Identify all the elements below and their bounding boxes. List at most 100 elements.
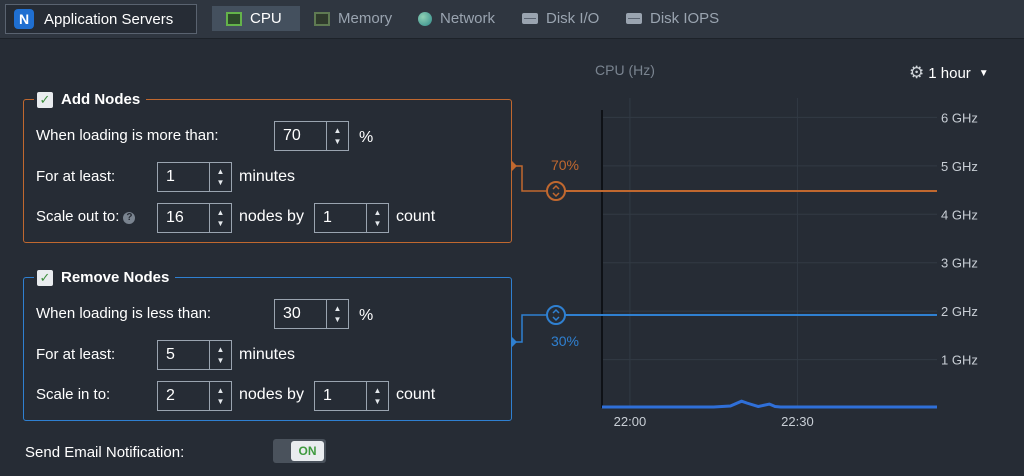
add-step-arrows[interactable]: ▲▼ — [366, 204, 388, 232]
remove-scale-arrows[interactable]: ▲▼ — [209, 382, 231, 410]
remove-load-arrows[interactable]: ▲▼ — [326, 300, 348, 328]
add-scale-mid: nodes by — [239, 208, 304, 225]
remove-duration-value[interactable]: 5 — [166, 346, 175, 363]
threshold-label: 30% — [551, 333, 579, 349]
nginx-logo-icon: N — [14, 9, 34, 29]
arrow-up-icon[interactable]: ▲ — [333, 304, 342, 313]
drag-arrows-icon — [552, 308, 560, 322]
memory-chip-icon — [314, 11, 330, 26]
remove-duration-stepper[interactable]: 5 ▲▼ — [157, 340, 232, 370]
tab-cpu-label: CPU — [250, 10, 282, 27]
arrow-down-icon[interactable]: ▼ — [216, 219, 225, 228]
remove-duration-unit: minutes — [239, 346, 296, 363]
add-load-label: When loading is more than: — [36, 127, 219, 144]
remove-step-unit: count — [396, 386, 436, 403]
add-step-value[interactable]: 1 — [323, 209, 332, 226]
cpu-series-line — [602, 399, 937, 409]
email-notification-toggle[interactable]: ON — [273, 439, 326, 463]
y-tick-label: 4 GHz — [941, 207, 978, 222]
node-group-selector[interactable]: N Application Servers — [5, 4, 197, 34]
cpu-chip-icon — [226, 11, 242, 26]
remove-scale-stepper[interactable]: 2 ▲▼ — [157, 381, 232, 411]
add-load-value[interactable]: 70 — [283, 127, 301, 144]
add-scale-arrows[interactable]: ▲▼ — [209, 204, 231, 232]
add-nodes-legend: ✓ Add Nodes — [34, 91, 147, 108]
add-load-unit: % — [359, 129, 374, 146]
threshold-connector — [512, 314, 547, 343]
email-notification-label: Send Email Notification: — [25, 444, 185, 461]
arrow-down-icon[interactable]: ▼ — [216, 178, 225, 187]
tab-memory-label: Memory — [338, 10, 393, 27]
tab-disk-iops[interactable]: Disk IOPS — [626, 6, 719, 31]
remove-load-label: When loading is less than: — [36, 305, 212, 322]
y-tick-label: 6 GHz — [941, 110, 978, 125]
add-scale-label: Scale out to: — [36, 208, 120, 225]
arrow-up-icon[interactable]: ▲ — [373, 386, 382, 395]
remove-step-stepper[interactable]: 1 ▲▼ — [314, 381, 389, 411]
disk-icon — [522, 13, 538, 24]
x-tick-label: 22:00 — [614, 414, 647, 429]
arrow-down-icon[interactable]: ▼ — [333, 137, 342, 146]
globe-icon — [418, 11, 432, 26]
add-step-stepper[interactable]: 1 ▲▼ — [314, 203, 389, 233]
threshold-handle-icon — [546, 181, 566, 201]
tab-disk-io[interactable]: Disk I/O — [522, 6, 599, 31]
arrow-up-icon[interactable]: ▲ — [216, 386, 225, 395]
connector-arrow-icon — [512, 161, 517, 171]
threshold-handle-icon — [546, 305, 566, 325]
remove-load-value[interactable]: 30 — [283, 305, 301, 322]
tab-cpu[interactable]: CPU — [212, 6, 300, 31]
remove-duration-arrows[interactable]: ▲▼ — [209, 341, 231, 369]
chevron-down-icon: ▼ — [978, 67, 989, 79]
add-nodes-title: Add Nodes — [61, 91, 141, 108]
arrow-down-icon[interactable]: ▼ — [216, 356, 225, 365]
arrow-up-icon[interactable]: ▲ — [373, 208, 382, 217]
remove-step-value[interactable]: 1 — [323, 387, 332, 404]
arrow-up-icon[interactable]: ▲ — [216, 345, 225, 354]
disk-icon — [626, 13, 642, 24]
add-duration-arrows[interactable]: ▲▼ — [209, 163, 231, 191]
arrow-up-icon[interactable]: ▲ — [216, 167, 225, 176]
add-duration-value[interactable]: 1 — [166, 168, 175, 185]
remove-nodes-title: Remove Nodes — [61, 269, 170, 286]
remove-duration-label: For at least: — [36, 346, 116, 363]
remove-scale-value[interactable]: 2 — [166, 387, 175, 404]
tab-network[interactable]: Network — [418, 6, 495, 31]
connector-arrow-icon — [512, 337, 517, 347]
add-load-arrows[interactable]: ▲▼ — [326, 122, 348, 150]
arrow-down-icon[interactable]: ▼ — [216, 397, 225, 406]
tab-memory[interactable]: Memory — [314, 6, 392, 31]
arrow-up-icon[interactable]: ▲ — [333, 126, 342, 135]
x-tick-label: 22:30 — [781, 414, 814, 429]
add-scale-stepper[interactable]: 16 ▲▼ — [157, 203, 232, 233]
chart-title: CPU (Hz) — [595, 62, 655, 78]
add-duration-stepper[interactable]: 1 ▲▼ — [157, 162, 232, 192]
remove-step-arrows[interactable]: ▲▼ — [366, 382, 388, 410]
add-scale-value[interactable]: 16 — [166, 209, 184, 226]
y-tick-label: 3 GHz — [941, 256, 978, 271]
threshold-label: 70% — [551, 157, 579, 173]
tab-network-label: Network — [440, 10, 496, 27]
add-nodes-checkbox[interactable]: ✓ — [37, 91, 53, 108]
help-icon[interactable]: ? — [123, 211, 136, 224]
arrow-up-icon[interactable]: ▲ — [216, 208, 225, 217]
arrow-down-icon[interactable]: ▼ — [333, 315, 342, 324]
node-group-name: Application Servers — [44, 10, 174, 28]
remove-nodes-checkbox[interactable]: ✓ — [37, 269, 53, 286]
threshold-connector — [512, 165, 547, 192]
period-value: 1 hour — [928, 64, 971, 82]
add-load-stepper[interactable]: 70 ▲▼ — [274, 121, 349, 151]
y-tick-label: 2 GHz — [941, 304, 978, 319]
tab-disk-io-label: Disk I/O — [546, 10, 600, 27]
arrow-down-icon[interactable]: ▼ — [373, 397, 382, 406]
remove-load-stepper[interactable]: 30 ▲▼ — [274, 299, 349, 329]
gear-icon: ⚙ — [909, 63, 925, 82]
period-selector[interactable]: ⚙ 1 hour ▼ — [909, 63, 989, 83]
remove-nodes-panel: ✓ Remove Nodes When loading is less than… — [23, 269, 512, 421]
add-duration-label: For at least: — [36, 168, 116, 185]
add-scale-label-wrap: Scale out to:? — [36, 208, 136, 225]
toggle-on-label[interactable]: ON — [291, 441, 324, 461]
add-step-unit: count — [396, 208, 436, 225]
arrow-down-icon[interactable]: ▼ — [373, 219, 382, 228]
remove-scale-label: Scale in to: — [36, 386, 111, 403]
